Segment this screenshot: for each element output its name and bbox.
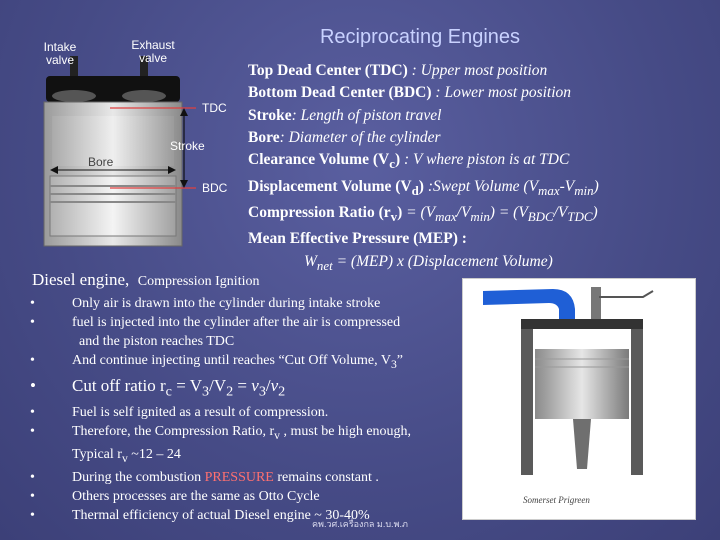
bullet-intake-air: •Only air is drawn into the cylinder dur…: [30, 296, 381, 311]
tdc-label: TDC: [202, 101, 227, 115]
bullet-self-ignited: •Fuel is self ignited as a result of com…: [30, 405, 329, 421]
bullet-fuel-injected-cont: and the piston reaches TDC: [79, 334, 235, 349]
def-displacement-volume: Displacement Volume (Vd) :Swept Volume (…: [248, 177, 599, 198]
bore-label: Bore: [88, 155, 114, 169]
slide-title: Reciprocating Engines: [319, 26, 521, 48]
intake-pipe: [483, 289, 575, 325]
piston-body: [535, 349, 629, 419]
diesel-cutaway-image: Somerset Prigreen: [462, 278, 696, 520]
diesel-bullet-list: •Only air is drawn into the cylinder dur…: [28, 294, 508, 525]
bullet-constant-pressure: •During the combustion PRESSURE remains …: [30, 469, 379, 485]
diesel-heading: Diesel engine, Compression Ignition: [32, 270, 260, 289]
bullet-thermal-efficiency: •Thermal efficiency of actual Diesel eng…: [30, 507, 370, 523]
def-bdc: Bottom Dead Center (BDC) : Lower most po…: [248, 84, 572, 102]
intake-valve-head: [52, 90, 96, 102]
bullet-otto-same: •Others processes are the same as Otto C…: [30, 488, 320, 504]
mep-formula: Wnet = (MEP) x (Displacement Volume): [304, 252, 553, 273]
stroke-label: Stroke: [170, 139, 205, 153]
def-compression-ratio: Compression Ratio (rv) = (Vmax/Vmin) = (…: [248, 203, 598, 225]
bullet-cut-off-ratio: •Cut off ratio rc = V3/V2 = v3/v2: [30, 375, 286, 400]
definition-list: Top Dead Center (TDC) : Upper most posit…: [248, 60, 718, 277]
connecting-rod: [573, 419, 591, 469]
photo-caption: Somerset Prigreen: [523, 495, 590, 505]
piston-ghost: [52, 116, 174, 166]
cylinder-head-plate: [521, 319, 643, 329]
engine-diagram-svg: [43, 56, 196, 247]
bdc-label: BDC: [202, 181, 228, 195]
cylinder-wall-left: [521, 325, 533, 475]
injector: [591, 287, 601, 327]
bullet-fuel-injected: •fuel is injected into the cylinder afte…: [30, 315, 401, 330]
diesel-cutaway-svg: Somerset Prigreen: [483, 287, 654, 505]
def-mep: Mean Effective Pressure (MEP) :: [248, 230, 467, 248]
bullet-cut-off-volume: •And continue injecting until reaches “C…: [30, 353, 404, 371]
slide-footer: คพ.วศ.เครื่องกล ม.บ.พ.ภ: [312, 519, 408, 529]
bullet-compression-ratio-high: •Therefore, the Compression Ratio, rv , …: [30, 424, 412, 442]
def-tdc: Top Dead Center (TDC) : Upper most posit…: [248, 62, 548, 79]
def-stroke: Stroke: Length of piston travel: [248, 106, 442, 124]
exhaust-valve-head: [122, 90, 166, 102]
bullet-typical-rv: Typical rv ~12 – 24: [72, 446, 181, 465]
def-clearance-volume: Clearance Volume (Vc) : V where piston i…: [248, 151, 570, 172]
cylinder-wall-right: [631, 325, 643, 475]
def-bore: Bore: Diameter of the cylinder: [248, 128, 441, 146]
